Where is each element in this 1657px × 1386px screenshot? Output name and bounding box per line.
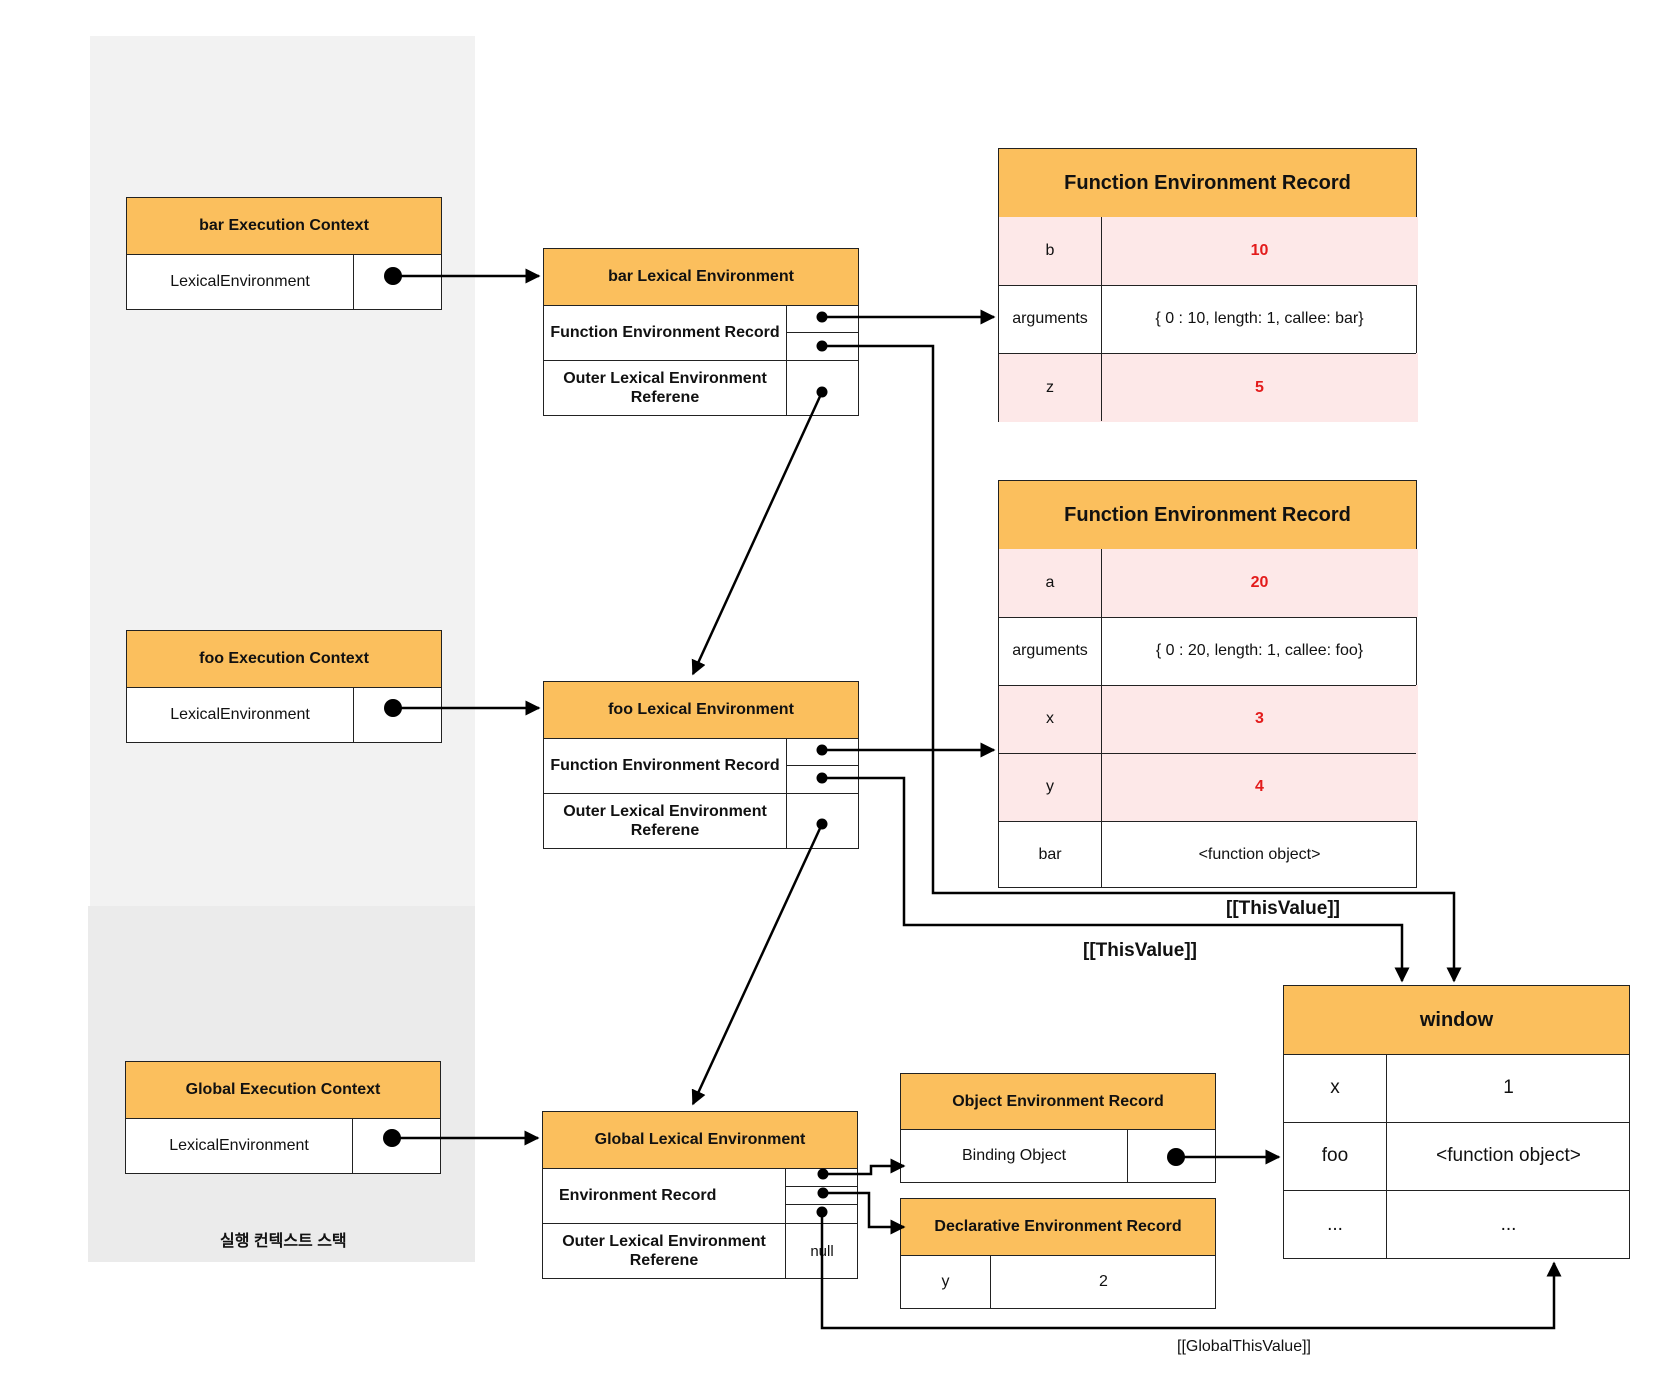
global-this-value-arrow: [820, 1212, 1562, 1330]
lexical-environment-field: LexicalEnvironment: [170, 273, 310, 290]
window-value: ...: [1500, 1213, 1517, 1235]
window-object: window x 1 foo <function object> ... ...: [1283, 985, 1630, 1259]
execution-context-stack-area: [90, 36, 475, 906]
lexical-environment-field: LexicalEnvironment: [169, 1137, 309, 1154]
record-value: 5: [1101, 353, 1418, 422]
global-execution-context: Global Execution Context LexicalEnvironm…: [125, 1061, 441, 1174]
foo-lexical-environment: foo Lexical Environment Function Environ…: [543, 681, 859, 849]
record-key: y: [941, 1273, 950, 1290]
outer-lexical-environment-field: Outer Lexical Environment Referene: [563, 370, 767, 406]
lexical-environment-field: LexicalEnvironment: [170, 706, 310, 723]
foo-execution-context: foo Execution Context LexicalEnvironment: [126, 630, 442, 743]
declarative-environment-record: Declarative Environment Record y 2: [900, 1198, 1216, 1309]
bar-record-title: Function Environment Record: [999, 149, 1416, 218]
record-key: y: [999, 753, 1101, 821]
object-environment-record: Object Environment Record Binding Object: [900, 1073, 1216, 1183]
environment-record-field: Environment Record: [559, 1186, 717, 1204]
window-value: <function object>: [1436, 1145, 1581, 1166]
record-value: 10: [1101, 217, 1418, 285]
record-key: arguments: [1012, 642, 1088, 659]
bar-execution-context-title: bar Execution Context: [127, 198, 441, 255]
record-key: b: [999, 217, 1101, 285]
window-title: window: [1284, 986, 1629, 1055]
bar-outer-arrow: [691, 391, 824, 676]
window-value: 1: [1503, 1077, 1514, 1098]
function-environment-record-field: Function Environment Record: [550, 323, 780, 341]
this-value-label-bar: [[ThisValue]]: [1226, 898, 1341, 919]
bar-lexical-environment: bar Lexical Environment Function Environ…: [543, 248, 859, 416]
outer-lexical-environment-field: Outer Lexical Environment Referene: [563, 803, 767, 839]
global-execution-context-title: Global Execution Context: [126, 1062, 440, 1119]
record-value: 4: [1101, 753, 1418, 821]
foo-outer-arrow: [691, 823, 824, 1106]
record-key: a: [999, 549, 1101, 617]
stack-label: 실행 컨텍스트 스택: [220, 1233, 347, 1250]
foo-function-environment-record: Function Environment Record a 20 argumen…: [998, 480, 1418, 888]
record-value: 3: [1101, 685, 1418, 753]
record-value: { 0 : 20, length: 1, callee: foo}: [1155, 642, 1364, 659]
record-key: z: [999, 353, 1101, 422]
bar-this-value-arrow: [822, 344, 1462, 983]
record-value: 20: [1101, 549, 1418, 617]
record-key: bar: [1038, 845, 1062, 863]
foo-record-title: Function Environment Record: [999, 481, 1416, 550]
record-key: x: [999, 685, 1101, 753]
declarative-record-title: Declarative Environment Record: [901, 1199, 1215, 1256]
this-value-label-foo: [[ThisValue]]: [1083, 940, 1198, 961]
window-key: x: [1330, 1077, 1340, 1098]
binding-object-field: Binding Object: [961, 1147, 1067, 1164]
function-environment-record-field: Function Environment Record: [550, 756, 780, 774]
record-value: <function object>: [1198, 845, 1321, 863]
foo-execution-context-title: foo Execution Context: [127, 631, 441, 688]
bar-function-environment-record: Function Environment Record b 10 argumen…: [998, 148, 1418, 422]
record-value: 2: [1099, 1273, 1108, 1290]
object-record-title: Object Environment Record: [901, 1074, 1215, 1130]
record-value: { 0 : 10, length: 1, callee: bar}: [1155, 310, 1364, 327]
record-key: arguments: [1012, 310, 1088, 327]
bar-lexical-environment-title: bar Lexical Environment: [544, 249, 858, 306]
window-key: ...: [1327, 1213, 1343, 1235]
global-lexical-environment-title: Global Lexical Environment: [543, 1112, 857, 1169]
outer-lexical-environment-field: Outer Lexical Environment Referene: [562, 1233, 766, 1269]
declarative-record-arrow: [823, 1191, 906, 1235]
global-this-value-label: [[GlobalThisValue]]: [1177, 1338, 1311, 1355]
global-lexical-environment: Global Lexical Environment Environment R…: [542, 1111, 858, 1279]
window-key: foo: [1321, 1145, 1349, 1166]
object-record-arrow: [823, 1158, 906, 1176]
pointer-dots: [383, 267, 1185, 1218]
bar-execution-context: bar Execution Context LexicalEnvironment: [126, 197, 442, 310]
foo-this-value-arrow: [822, 776, 1410, 983]
